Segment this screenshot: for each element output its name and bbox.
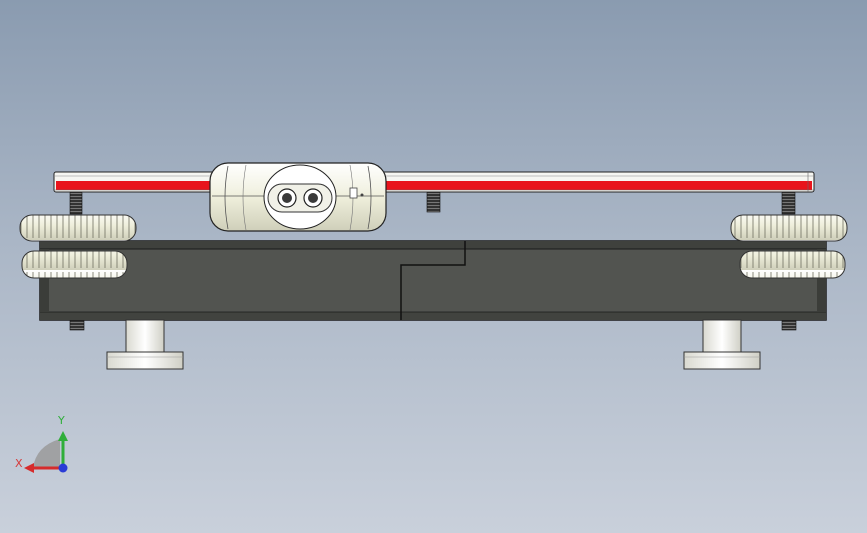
triad-plane [33, 439, 60, 468]
stud-right-upper [781, 191, 796, 215]
top-rail [53, 171, 815, 193]
x-axis-label: X [15, 457, 23, 470]
z-axis-dot [58, 463, 68, 473]
left-adjust-knobs [19, 214, 137, 279]
stud-left-upper [69, 191, 83, 215]
center-carriage [209, 162, 387, 232]
stud-center [426, 191, 441, 213]
right-foot [683, 319, 761, 370]
left-foot [106, 319, 184, 370]
coordinate-triad [24, 431, 68, 473]
x-axis-head [24, 463, 34, 473]
y-axis-head [58, 431, 68, 441]
y-axis-label: Y [58, 414, 65, 427]
base-plate [39, 240, 827, 321]
right-adjust-knobs [730, 214, 848, 279]
threaded-studs [69, 191, 797, 331]
